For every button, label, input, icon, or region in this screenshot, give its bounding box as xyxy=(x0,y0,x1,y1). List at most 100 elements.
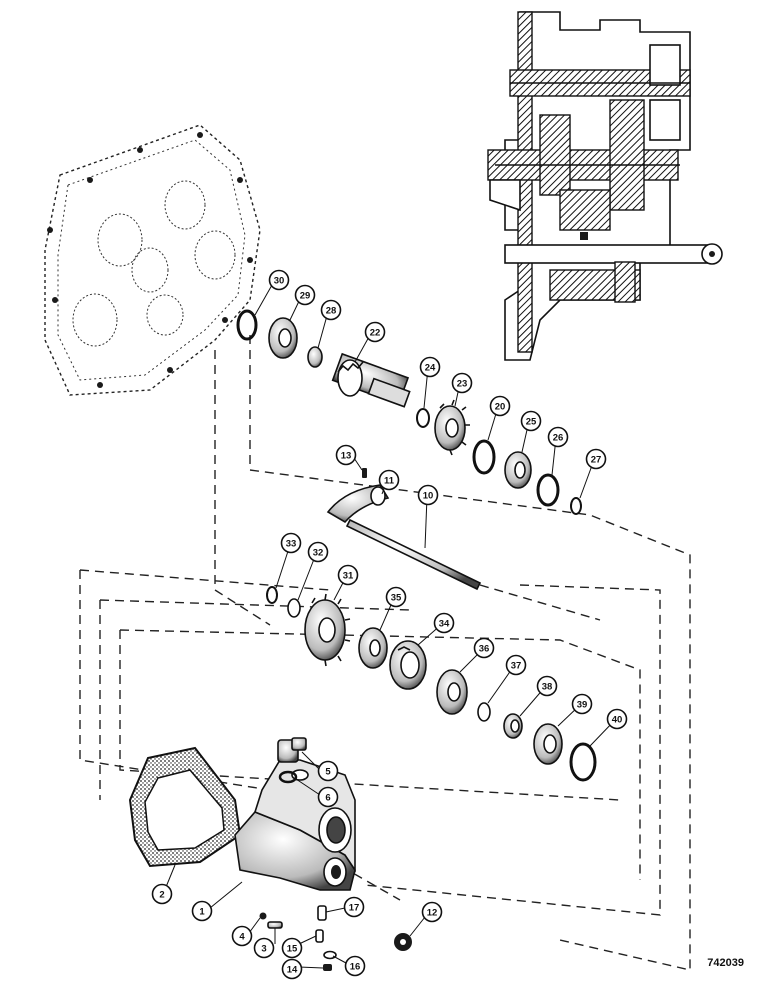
svg-text:23: 23 xyxy=(457,379,468,390)
callout-23: 23 xyxy=(451,372,473,394)
callout-14: 14 xyxy=(281,958,303,980)
callout-24: 24 xyxy=(419,356,441,378)
svg-text:39: 39 xyxy=(577,700,588,711)
callout-26: 26 xyxy=(547,426,569,448)
callout-20: 20 xyxy=(489,395,511,417)
gear-35 xyxy=(358,627,388,669)
svg-text:5: 5 xyxy=(325,767,331,778)
callout-16: 16 xyxy=(344,955,366,977)
callout-17: 17 xyxy=(343,896,365,918)
exploded-parts xyxy=(128,309,597,971)
svg-text:10: 10 xyxy=(423,491,434,502)
svg-text:16: 16 xyxy=(350,962,361,973)
svg-text:35: 35 xyxy=(391,593,402,604)
svg-text:24: 24 xyxy=(425,363,436,374)
callout-40: 40 xyxy=(606,708,628,730)
washer-37 xyxy=(477,702,491,722)
spacer-38 xyxy=(503,713,523,739)
assembly-guide-lines xyxy=(79,335,691,971)
bearing-25 xyxy=(504,451,532,489)
housing-plate xyxy=(44,124,261,396)
callout-5: 5 xyxy=(317,760,339,782)
gear-23 xyxy=(434,399,470,456)
clutch-collar-34 xyxy=(389,640,427,690)
callout-32: 32 xyxy=(307,541,329,563)
svg-text:37: 37 xyxy=(511,661,522,672)
svg-text:32: 32 xyxy=(313,548,324,559)
svg-text:12: 12 xyxy=(427,908,438,919)
callout-13: 12 xyxy=(421,901,443,923)
callout-25: 25 xyxy=(520,410,542,432)
callout-35: 35 xyxy=(385,586,407,608)
callout-10: 10 xyxy=(417,484,439,506)
svg-text:26: 26 xyxy=(553,433,564,444)
callout-39: 39 xyxy=(571,693,593,715)
svg-text:13: 13 xyxy=(341,451,352,462)
shaft-gear-22 xyxy=(331,352,411,408)
snap-ring-30 xyxy=(236,309,258,341)
gear-36 xyxy=(436,669,468,715)
svg-text:25: 25 xyxy=(526,417,537,428)
callout-2: 2 xyxy=(151,883,173,905)
bearing-29 xyxy=(268,317,298,359)
elbow-fitting-5 xyxy=(277,737,307,763)
callout-30: 30 xyxy=(268,269,290,291)
callout-22: 22 xyxy=(364,321,386,343)
callout-12: 13 xyxy=(335,444,357,466)
svg-text:34: 34 xyxy=(439,619,450,630)
svg-text:15: 15 xyxy=(287,944,298,955)
svg-text:30: 30 xyxy=(274,276,285,287)
callout-11: 11 xyxy=(378,469,400,491)
callout-28: 28 xyxy=(320,299,342,321)
svg-text:14: 14 xyxy=(287,965,298,976)
callout-37: 37 xyxy=(505,654,527,676)
svg-text:31: 31 xyxy=(343,571,354,582)
svg-text:20: 20 xyxy=(495,402,506,413)
svg-text:1: 1 xyxy=(199,907,205,918)
callout-4: 4 xyxy=(231,925,253,947)
svg-text:22: 22 xyxy=(370,328,381,339)
callout-36: 36 xyxy=(473,637,495,659)
spring-17 xyxy=(317,905,327,921)
callout-29: 29 xyxy=(294,284,316,306)
set-screw-12 xyxy=(362,468,367,478)
svg-text:27: 27 xyxy=(591,455,602,466)
snap-ring-33 xyxy=(266,586,278,604)
callout-6: 6 xyxy=(317,786,339,808)
svg-text:17: 17 xyxy=(349,903,360,914)
bearing-39 xyxy=(533,723,563,765)
callout-38: 38 xyxy=(536,675,558,697)
washer-24 xyxy=(416,408,430,428)
o-ring-6 xyxy=(278,770,298,784)
washer-32 xyxy=(287,598,301,618)
svg-text:28: 28 xyxy=(326,306,337,317)
snap-ring-20 xyxy=(472,439,496,475)
shift-rod-10 xyxy=(345,518,482,591)
svg-text:36: 36 xyxy=(479,644,490,655)
snap-ring-26 xyxy=(536,473,560,507)
svg-text:6: 6 xyxy=(325,793,330,804)
svg-text:11: 11 xyxy=(384,476,395,487)
svg-text:29: 29 xyxy=(300,291,311,302)
plug-13 xyxy=(394,933,412,951)
callout-3: 3 xyxy=(253,937,275,959)
callout-34: 34 xyxy=(433,612,455,634)
snap-ring-40 xyxy=(569,742,597,782)
callout-27: 27 xyxy=(585,448,607,470)
gear-31 xyxy=(304,593,351,667)
svg-text:2: 2 xyxy=(159,890,164,901)
transmission-cross-section xyxy=(487,11,723,361)
snap-ring-27 xyxy=(570,497,582,515)
callout-1: 1 xyxy=(191,900,213,922)
callout-15: 15 xyxy=(281,937,303,959)
plug-14 xyxy=(323,964,332,971)
bolt-3 xyxy=(267,921,283,929)
o-ring-16 xyxy=(323,950,337,960)
spacer-28 xyxy=(307,346,323,368)
callout-31: 31 xyxy=(337,564,359,586)
svg-text:38: 38 xyxy=(542,682,553,693)
drawing-code: 742039 xyxy=(707,957,744,969)
svg-text:33: 33 xyxy=(286,539,297,550)
svg-text:40: 40 xyxy=(612,715,623,726)
